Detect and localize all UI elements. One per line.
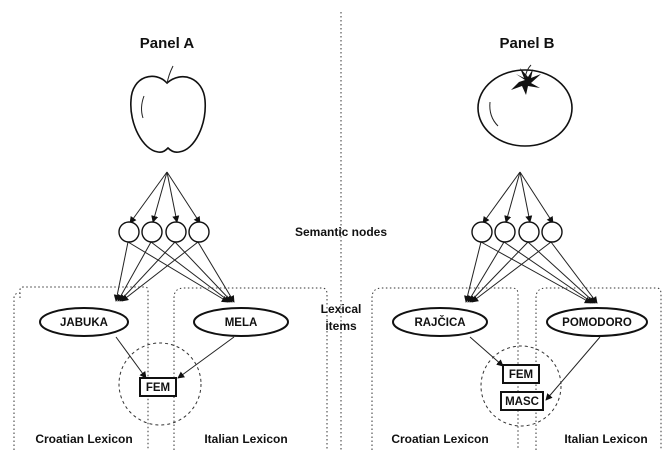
nodes-to-words-arrows-a — [113, 241, 235, 303]
word-rajcica: RAJČICA — [414, 316, 465, 329]
croatian-lexicon-region-a — [19, 286, 149, 450]
semantic-node — [188, 221, 210, 243]
lexical-items-label-line1: Lexical — [321, 302, 362, 316]
gender-box-fem-a — [139, 377, 177, 397]
panel-b-title: Panel B — [499, 35, 554, 52]
panel-b: RAJČICA POMODORO FEM MASC Croatian Lexic… — [371, 64, 662, 450]
italian-lexicon-region-a — [173, 287, 328, 450]
croatian-lexicon-label-b: Croatian Lexicon — [391, 432, 488, 446]
gender-region-b — [480, 345, 562, 427]
nodes-to-words-arrows-b — [464, 241, 598, 304]
lexical-items-label-line2: items — [325, 319, 357, 333]
word-node-jabuka — [39, 307, 129, 337]
gender-box-fem-b — [502, 364, 540, 384]
word-node-pomodoro — [546, 307, 648, 337]
apple-drawing — [130, 65, 206, 153]
italian-lexicon-label-b: Italian Lexicon — [564, 432, 647, 446]
italian-lexicon-region-b — [535, 287, 662, 450]
jabuka-to-fem-arrow — [115, 336, 147, 379]
semantic-node — [541, 221, 563, 243]
semantic-node — [494, 221, 516, 243]
rajcica-to-fem-arrow — [469, 336, 504, 367]
croatian-lexicon-label-a: Croatian Lexicon — [35, 432, 132, 446]
croatian-lexicon-region-b — [371, 287, 519, 450]
tomato-to-nodes-arrows — [482, 171, 554, 224]
italian-lexicon-label-a: Italian Lexicon — [204, 432, 287, 446]
word-pomodoro: POMODORO — [562, 317, 632, 329]
word-jabuka: JABUKA — [60, 317, 108, 329]
mela-to-fem-arrow — [177, 336, 235, 379]
word-node-rajcica — [392, 307, 488, 337]
gender-fem-a: FEM — [146, 382, 170, 394]
semantic-node — [518, 221, 540, 243]
tomato-drawing — [477, 64, 573, 147]
word-mela: MELA — [225, 317, 258, 329]
semantic-nodes-label: Semantic nodes — [295, 225, 387, 239]
semantic-node — [471, 221, 493, 243]
gender-masc-b: MASC — [505, 396, 539, 408]
pomodoro-to-masc-arrow — [545, 336, 601, 401]
word-node-mela — [193, 307, 289, 337]
gender-fem-b: FEM — [509, 369, 533, 381]
semantic-node — [118, 221, 140, 243]
apple-to-nodes-arrows — [129, 171, 201, 224]
gender-region-a — [118, 342, 202, 426]
semantic-node — [141, 221, 163, 243]
semantic-node — [165, 221, 187, 243]
panel-a-title: Panel A — [140, 35, 195, 52]
panel-a: JABUKA MELA FEM Croatian Lexicon Italian… — [13, 65, 328, 450]
gender-box-masc-b — [500, 391, 544, 411]
